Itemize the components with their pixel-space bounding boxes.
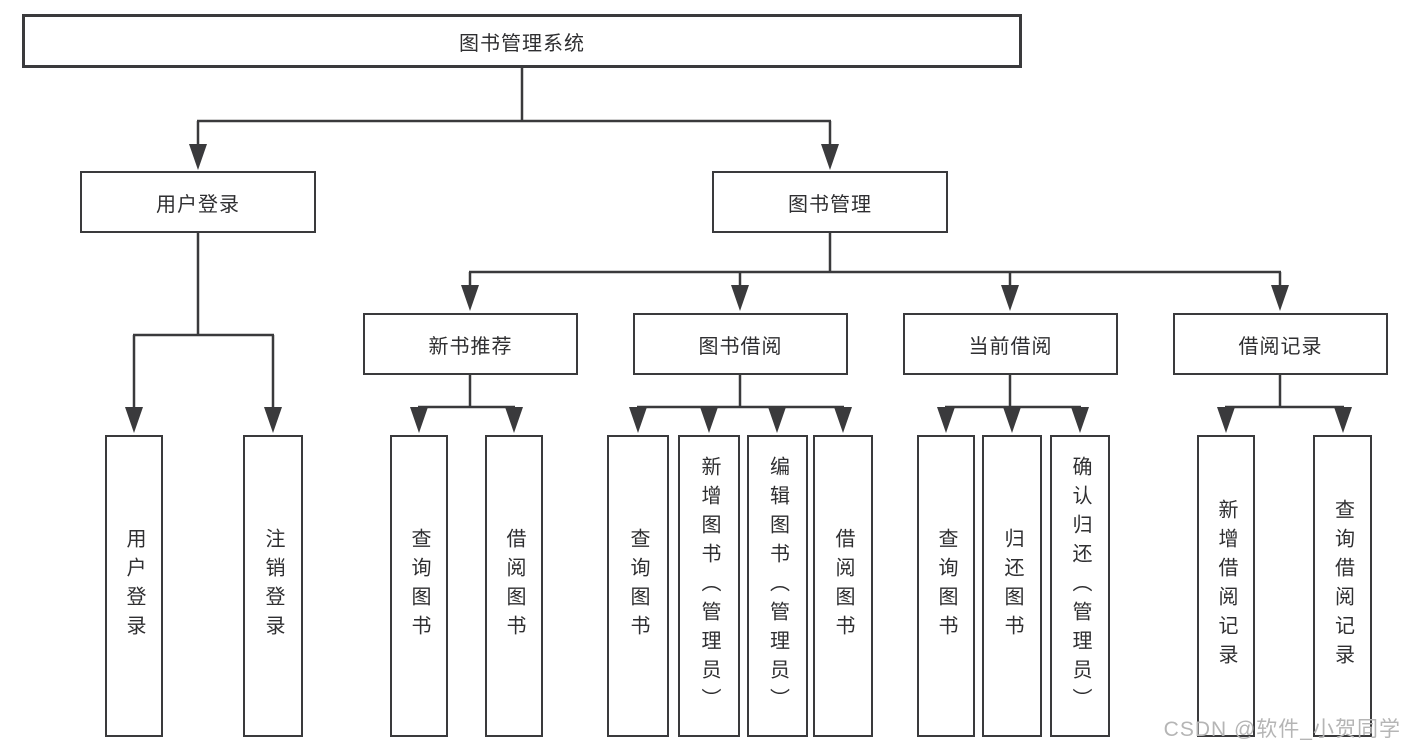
leaf-query-books-current: 查询图书 <box>917 435 975 737</box>
node-label: 用户登录 <box>123 528 145 644</box>
node-label: 新增借阅记录 <box>1215 499 1237 673</box>
leaf-edit-book-admin: 编辑图书（管理员） <box>747 435 808 737</box>
leaf-return-book: 归还图书 <box>982 435 1042 737</box>
node-label: 图书管理系统 <box>459 32 585 55</box>
node-label: 新书推荐 <box>428 335 513 358</box>
node-book-management: 图书管理 <box>712 171 948 233</box>
node-library-management-system: 图书管理系统 <box>22 14 1022 68</box>
leaf-logout: 注销登录 <box>243 435 303 737</box>
node-label: 查询图书 <box>935 528 957 644</box>
node-label: 借阅图书 <box>832 528 854 644</box>
leaf-add-borrow-record: 新增借阅记录 <box>1197 435 1255 737</box>
node-borrowing-records: 借阅记录 <box>1173 313 1388 375</box>
node-label: 借阅记录 <box>1238 335 1323 358</box>
node-label: 用户登录 <box>156 193 240 216</box>
csdn-watermark: CSDN @软件_小贺同学 <box>1163 718 1401 741</box>
node-label: 编辑图书（管理员） <box>766 455 789 717</box>
leaf-borrow-books-recommend: 借阅图书 <box>485 435 543 737</box>
leaf-query-borrow-record: 查询借阅记录 <box>1313 435 1372 737</box>
leaf-user-login: 用户登录 <box>105 435 163 737</box>
node-label: 查询图书 <box>408 528 430 644</box>
leaf-query-books-borrowing: 查询图书 <box>607 435 669 737</box>
node-label: 查询图书 <box>627 528 649 644</box>
node-new-book-recommend: 新书推荐 <box>363 313 578 375</box>
node-label: 新增图书（管理员） <box>698 455 720 717</box>
leaf-add-book-admin: 新增图书（管理员） <box>678 435 740 737</box>
node-label: 注销登录 <box>262 528 284 644</box>
node-label: 图书管理 <box>788 193 872 216</box>
node-user-login: 用户登录 <box>80 171 316 233</box>
node-label: 确认归还（管理员） <box>1069 455 1091 717</box>
node-label: 归还图书 <box>1001 528 1023 644</box>
node-current-borrowing: 当前借阅 <box>903 313 1118 375</box>
node-book-borrowing: 图书借阅 <box>633 313 848 375</box>
node-label: 图书借阅 <box>698 335 783 358</box>
node-label: 借阅图书 <box>503 528 525 644</box>
leaf-confirm-return-admin: 确认归还（管理员） <box>1050 435 1110 737</box>
node-label: 当前借阅 <box>968 335 1053 358</box>
node-label: 查询借阅记录 <box>1331 499 1354 673</box>
leaf-borrow-books: 借阅图书 <box>813 435 873 737</box>
leaf-query-books-recommend: 查询图书 <box>390 435 448 737</box>
